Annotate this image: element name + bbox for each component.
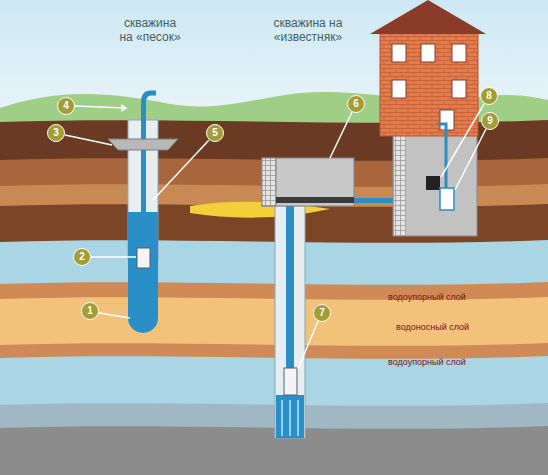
pump [137, 248, 150, 268]
layer-label: водоупорный слой [388, 357, 466, 368]
leader-line [91, 256, 136, 258]
leader-line [441, 104, 484, 177]
house [370, 0, 486, 236]
leader-line [153, 140, 209, 200]
leader-line [65, 135, 112, 145]
well-heading: скважина на «песок» [118, 16, 182, 44]
leader-line [75, 106, 125, 108]
soil-layer [0, 204, 548, 475]
leader-line [330, 112, 352, 158]
window [392, 80, 406, 98]
limestone-layer [0, 426, 548, 475]
house-wall [380, 30, 478, 136]
well-cap [108, 139, 178, 150]
aquiclude-layer [0, 343, 548, 475]
callout-number: 2 [73, 248, 91, 266]
sand-well [108, 93, 178, 333]
aquiclude-layer [0, 282, 548, 475]
callout-number: 5 [206, 124, 224, 142]
layer-label: водоупорный слой [388, 292, 466, 303]
callout-number: 1 [81, 302, 99, 320]
leader-line [99, 313, 130, 318]
water-pipe [286, 206, 294, 371]
filter [282, 400, 298, 436]
pump-unit [426, 176, 440, 190]
pipe-head [276, 197, 354, 203]
window [452, 44, 466, 62]
aquifer-layer [0, 297, 548, 475]
callout-number: 7 [313, 304, 331, 322]
well-heading: скважина на «известняк» [263, 16, 353, 44]
water-pipe [144, 93, 157, 102]
tank [440, 188, 454, 210]
basement [393, 134, 477, 236]
water-pipe [141, 100, 146, 250]
window [392, 44, 406, 62]
window [421, 44, 435, 62]
soil-layer [0, 120, 548, 475]
callout-number: 8 [480, 87, 498, 105]
leader-lines [65, 104, 486, 369]
clay-layer [0, 403, 548, 475]
well-water [276, 395, 304, 438]
basement-ladder [394, 135, 406, 235]
callout-number: 6 [347, 95, 365, 113]
clay-layer [0, 240, 548, 475]
caisson-ladder [262, 158, 276, 206]
sky [0, 0, 548, 140]
leader-line [455, 129, 486, 190]
leader-arrow [121, 105, 126, 111]
caisson [262, 158, 354, 206]
pump [284, 368, 297, 395]
callout-number: 4 [57, 97, 75, 115]
callout-number: 9 [481, 112, 499, 130]
leader-line [298, 321, 318, 369]
callout-number: 3 [47, 124, 65, 142]
clay-layer [0, 356, 548, 475]
roof [370, 0, 486, 34]
well-casing [275, 206, 305, 438]
layer-label: водоносный слой [396, 322, 469, 333]
window [452, 80, 466, 98]
